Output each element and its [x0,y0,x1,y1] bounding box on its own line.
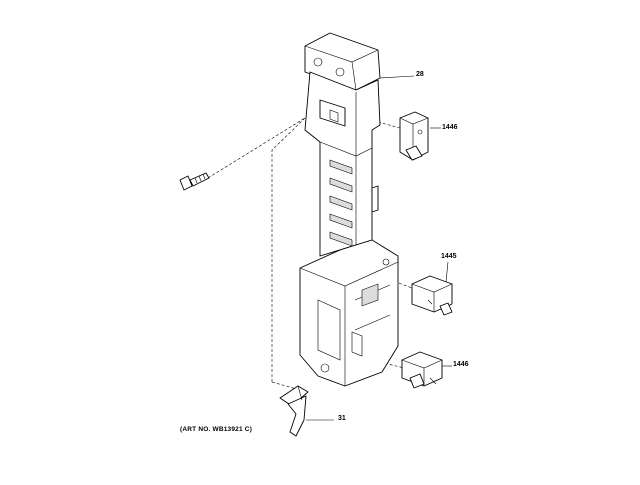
callout-31: 31 [338,415,346,422]
assembly-guide-lines [207,117,413,391]
callout-1446-top: 1446 [442,124,458,131]
callout-28: 28 [416,71,424,78]
art-number: (ART NO. WB13921 C) [180,426,253,433]
bracket-ribs [329,159,353,247]
door-switch-bracket [299,32,399,387]
mounting-screw [179,172,210,191]
callout-1446-bottom: 1446 [453,361,469,368]
switch-bottom [401,351,443,389]
callout-leaders [306,75,452,421]
door-lever [279,385,309,437]
switch-middle [411,275,453,316]
callout-1445: 1445 [441,253,457,260]
switch-top [399,111,429,161]
